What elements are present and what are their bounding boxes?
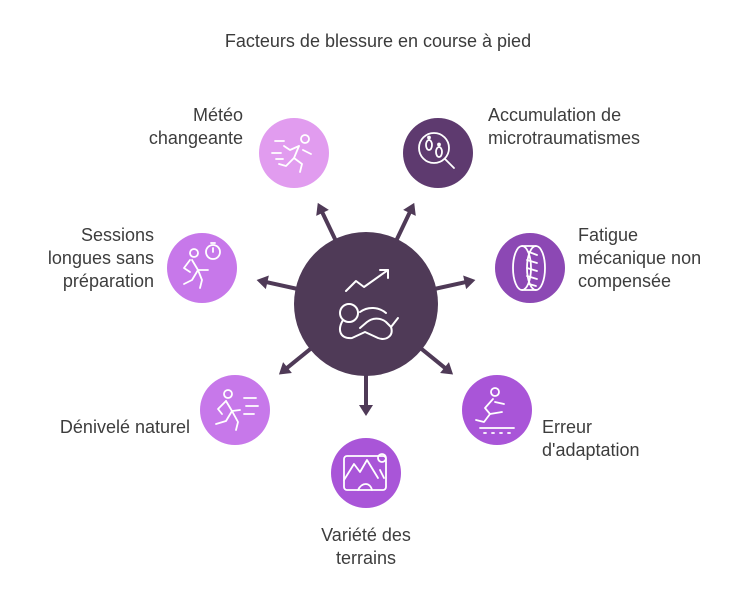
jumping-athlete-icon [475,387,515,434]
mountain-terrain-icon [343,453,387,491]
runner-speed-icon [215,389,259,431]
diagram-title: Facteurs de blessure en course à pied [224,31,532,51]
runner-stopwatch-icon [183,242,221,289]
center-hub [294,232,438,376]
factor-denivele [200,375,270,445]
running-in-wind-icon [271,134,312,173]
label-fatigue: Fatigue mécanique non compensée [578,225,702,291]
fallen-runner-rising-chart-icon [339,269,399,340]
label-adaptation: Erreur d'adaptation [542,417,640,460]
label-terrains: Variété des terrains [321,525,411,568]
factor-meteo [259,118,329,188]
tire-icon [512,245,546,291]
factor-terrains [331,438,401,508]
factor-sessions [167,233,237,303]
label-sessions: Sessions longues sans préparation [47,225,154,291]
label-microtraumatismes: Accumulation de microtraumatismes [488,105,641,148]
label-denivele: Dénivelé naturel [59,417,190,437]
factor-adaptation [462,375,532,445]
magnifier-footprints-icon [418,132,455,169]
factor-fatigue [495,233,565,303]
label-meteo: Météo changeante [148,105,243,148]
factor-microtraumatismes [403,118,473,188]
